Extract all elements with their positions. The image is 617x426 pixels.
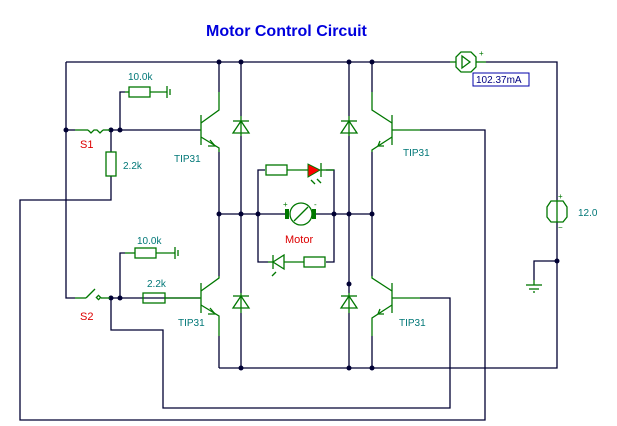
r1-value: 10.0k: [128, 72, 153, 83]
resistor-r4[interactable]: 2.2k: [142, 279, 167, 304]
transistor-q2[interactable]: TIP31: [165, 276, 220, 336]
wires: [19, 61, 558, 421]
diode-d4: [339, 293, 359, 313]
switch-s2[interactable]: S2: [75, 288, 110, 323]
resistor-r3[interactable]: 10.0k: [125, 236, 179, 259]
svg-text:−: −: [558, 223, 563, 232]
r2-value: 2.2k: [123, 161, 143, 172]
led-forward: [265, 163, 334, 185]
ammeter-reading: 102.37mA: [476, 75, 522, 86]
svg-text:-: -: [314, 200, 317, 209]
s1-label: S1: [80, 139, 93, 151]
q1-label: TIP31: [174, 154, 201, 165]
diode-d3: [339, 116, 359, 136]
transistor-q3[interactable]: TIP31: [371, 92, 430, 159]
motor[interactable]: + - Motor: [283, 200, 317, 246]
q3-label: TIP31: [403, 148, 430, 159]
source-value: 12.0: [578, 208, 598, 219]
motor-label: Motor: [285, 234, 313, 246]
resistor-r1[interactable]: 10.0k: [125, 72, 171, 98]
r3-value: 10.0k: [137, 236, 162, 247]
voltage-source[interactable]: + − 12.0: [546, 192, 598, 232]
circuit-title: Motor Control Circuit: [206, 23, 368, 40]
transistor-q4[interactable]: TIP31: [371, 276, 426, 336]
q2-label: TIP31: [178, 318, 205, 329]
ammeter[interactable]: + 102.37mA: [450, 49, 530, 87]
junction-dots: [63, 59, 560, 371]
svg-text:+: +: [283, 200, 288, 209]
r4-value: 2.2k: [147, 279, 167, 290]
diode-d1: [231, 116, 251, 136]
svg-text:+: +: [558, 192, 563, 201]
diode-d2: [231, 293, 251, 313]
s2-label: S2: [80, 311, 93, 323]
switch-s1[interactable]: S1: [75, 129, 110, 151]
resistor-r2[interactable]: 2.2k: [105, 151, 143, 177]
transistor-q1[interactable]: TIP31: [174, 92, 220, 165]
svg-text:+: +: [479, 49, 484, 58]
ground-icon: [526, 280, 542, 293]
led-reverse: [268, 253, 326, 277]
q4-label: TIP31: [399, 318, 426, 329]
